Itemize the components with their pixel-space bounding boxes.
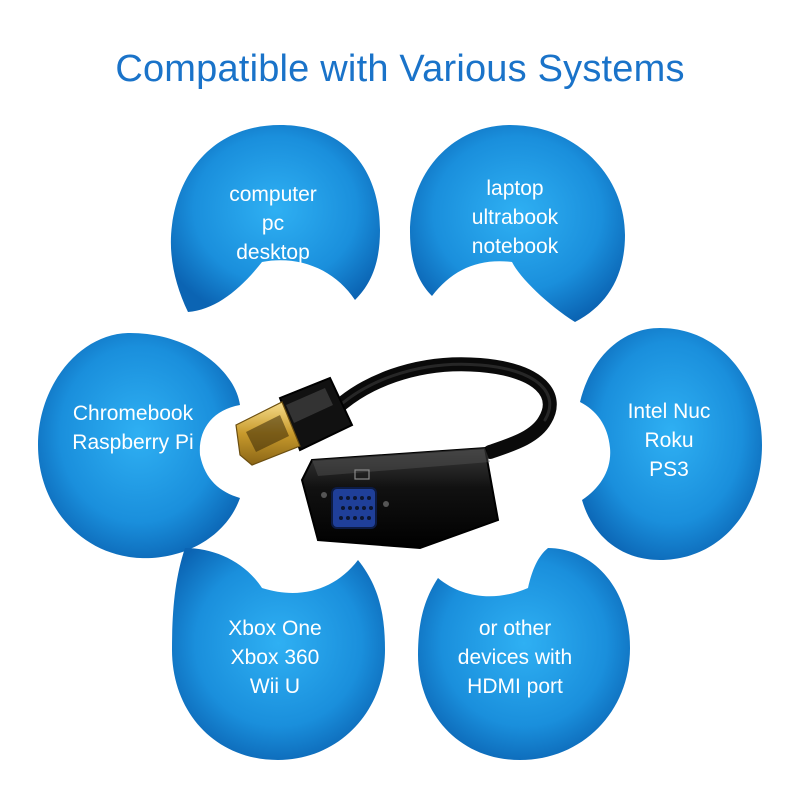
bubble-top-right-text: laptop ultrabook notebook: [420, 174, 610, 261]
bubble-top-left: [170, 125, 380, 312]
bubble-line: Xbox 360: [230, 646, 320, 669]
bubble-mid-right: [580, 328, 762, 560]
bubble-bottom-left: [172, 548, 385, 760]
bubble-line: Intel Nuc: [627, 400, 711, 423]
bubble-mid-right-text: Intel Nuc Roku PS3: [574, 397, 764, 484]
bubble-bottom-left-text: Xbox One Xbox 360 Wii U: [180, 614, 370, 701]
bubble-line: or other: [478, 617, 552, 640]
bubble-line: ultrabook: [471, 206, 559, 229]
bubble-bottom-right-text: or other devices with HDMI port: [420, 614, 610, 701]
bubble-line: Roku: [644, 429, 694, 452]
bubble-line: computer: [229, 183, 317, 206]
bubble-line: Chromebook: [72, 402, 194, 425]
bubble-line: Xbox One: [228, 617, 322, 640]
bubble-line: notebook: [471, 235, 559, 258]
bubble-line: laptop: [486, 177, 544, 200]
bubble-top-left-text: computer pc desktop: [178, 180, 368, 267]
page-title: Compatible with Various Systems: [115, 48, 685, 90]
bubble-mid-left: [38, 333, 240, 559]
bubble-line: PS3: [649, 458, 689, 481]
bubble-line: desktop: [236, 241, 310, 264]
bubble-bottom-right: [418, 548, 630, 760]
bubble-line: Raspberry Pi: [72, 431, 194, 454]
bubble-mid-left-text: Chromebook Raspberry Pi: [38, 399, 228, 457]
bubble-line: pc: [261, 212, 285, 235]
bubble-line: devices with: [457, 646, 573, 669]
bubble-top-right: [410, 125, 625, 322]
bubble-line: Wii U: [249, 675, 301, 698]
hdmi-vga-adapter-icon: [235, 357, 557, 550]
bubble-line: HDMI port: [467, 675, 563, 698]
